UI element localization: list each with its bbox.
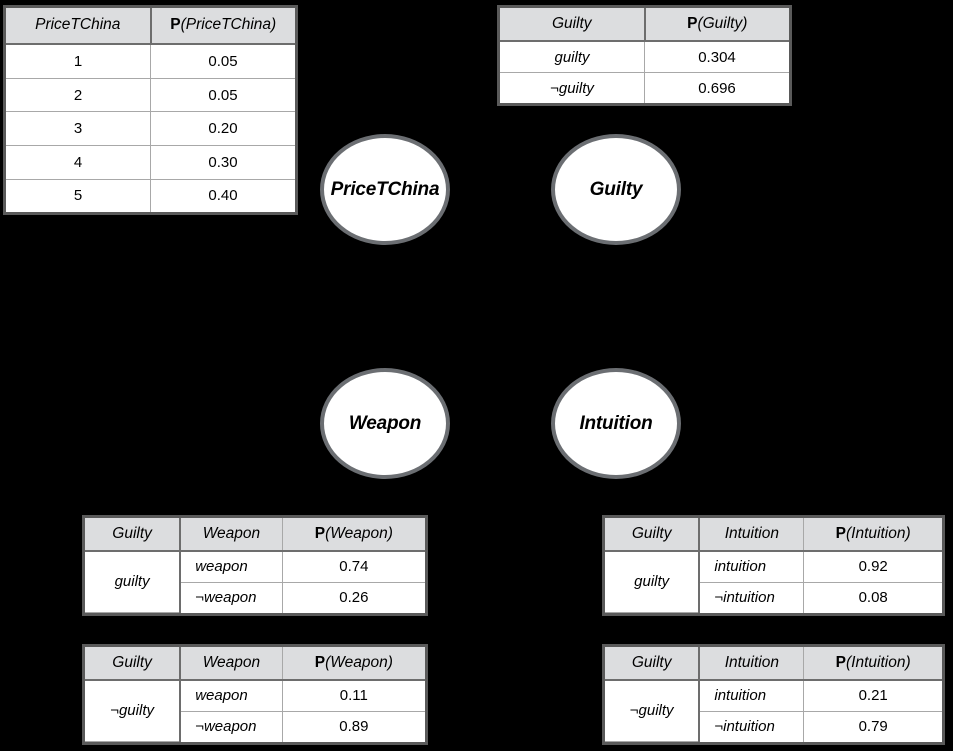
- guilty-probability: 0.304: [644, 40, 789, 74]
- pricetchina-probability: 0.40: [150, 178, 295, 212]
- intuition-guilty-header-variable: Intuition: [698, 518, 805, 552]
- prob-symbol: P: [170, 16, 181, 34]
- prob-variable: (Guilty): [697, 14, 748, 32]
- table-row: 4 0.30: [6, 145, 295, 180]
- pricetchina-table-header-variable: PriceTChina: [6, 8, 152, 45]
- prob-symbol: P: [314, 653, 326, 671]
- table-row: ¬guilty intuition 0.21: [605, 679, 942, 742]
- weapon-probability: 0.89: [281, 710, 425, 742]
- prob-variable: (Weapon): [325, 524, 393, 542]
- weapon-given-not-guilty-table: Guilty Weapon P(Weapon) ¬guilty weapon 0…: [82, 644, 428, 745]
- intuition-value: ¬intuition: [699, 710, 805, 742]
- table-row: ¬weapon 0.89: [85, 710, 425, 742]
- intuition-value: intuition: [698, 679, 805, 712]
- guilty-table-header-variable: Guilty: [500, 8, 646, 42]
- weapon-not-guilty-header-parent: Guilty: [85, 647, 182, 681]
- node-intuition-label: Intuition: [579, 412, 653, 434]
- weapon-value: weapon: [179, 679, 283, 712]
- weapon-value: ¬weapon: [180, 581, 283, 613]
- table-row: ¬weapon 0.26: [85, 581, 425, 613]
- guilty-value: guilty: [500, 40, 645, 74]
- node-weapon-label: Weapon: [348, 412, 422, 434]
- weapon-not-guilty-header-probability: P(Weapon): [281, 647, 425, 681]
- weapon-guilty-header-probability: P(Weapon): [281, 518, 425, 552]
- table-row: ¬guilty 0.696: [500, 72, 789, 103]
- table-row: ¬intuition 0.79: [605, 710, 942, 742]
- prob-variable: (Weapon): [325, 653, 393, 671]
- intuition-not-guilty-header-variable: Intuition: [698, 647, 805, 681]
- guilty-table-header-probability: P(Guilty): [644, 8, 789, 42]
- intuition-not-guilty-parent-value: ¬guilty: [605, 679, 701, 742]
- weapon-probability: 0.26: [281, 581, 425, 613]
- prob-variable: (PriceTChina): [180, 16, 277, 34]
- pricetchina-value: 2: [6, 77, 151, 113]
- pricetchina-value: 4: [6, 145, 151, 180]
- table-row: guilty weapon 0.74: [85, 550, 425, 613]
- weapon-guilty-header-parent: Guilty: [85, 518, 182, 552]
- table-row: ¬guilty weapon 0.11: [85, 679, 425, 742]
- prob-variable: (Intuition): [846, 653, 911, 671]
- weapon-value: ¬weapon: [180, 710, 283, 742]
- pricetchina-probability: 0.05: [150, 43, 295, 79]
- pricetchina-probability: 0.30: [150, 145, 295, 180]
- intuition-value: intuition: [698, 550, 805, 583]
- intuition-probability: 0.79: [803, 710, 942, 742]
- prob-symbol: P: [835, 524, 847, 542]
- node-pricetchina-label: PriceTChina: [330, 178, 440, 200]
- intuition-probability: 0.08: [803, 581, 942, 613]
- weapon-not-guilty-parent-value: ¬guilty: [85, 679, 182, 742]
- table-row: guilty 0.304: [500, 40, 789, 74]
- table-row: 5 0.40: [6, 178, 295, 212]
- table-row: ¬intuition 0.08: [605, 581, 942, 613]
- node-guilty-label: Guilty: [589, 178, 643, 200]
- intuition-value: ¬intuition: [699, 581, 805, 613]
- intuition-guilty-header-parent: Guilty: [605, 518, 701, 552]
- prob-symbol: P: [835, 653, 847, 671]
- table-row: 2 0.05: [6, 77, 295, 113]
- guilty-probability-table: Guilty P(Guilty) guilty 0.304 ¬guilty 0.…: [497, 5, 792, 106]
- table-row: guilty intuition 0.92: [605, 550, 942, 613]
- pricetchina-table-header-probability: P(PriceTChina): [150, 8, 295, 45]
- weapon-not-guilty-header-variable: Weapon: [179, 647, 283, 681]
- weapon-value: weapon: [179, 550, 283, 583]
- intuition-not-guilty-header-probability: P(Intuition): [803, 647, 942, 681]
- weapon-given-guilty-table: Guilty Weapon P(Weapon) guilty weapon 0.…: [82, 515, 428, 616]
- intuition-guilty-header-probability: P(Intuition): [803, 518, 942, 552]
- pricetchina-value: 5: [6, 178, 151, 212]
- intuition-guilty-parent-value: guilty: [605, 550, 701, 613]
- node-pricetchina[interactable]: PriceTChina: [320, 134, 450, 245]
- weapon-guilty-header-variable: Weapon: [179, 518, 283, 552]
- node-guilty[interactable]: Guilty: [551, 134, 681, 245]
- guilty-probability: 0.696: [644, 72, 789, 103]
- prob-symbol: P: [314, 524, 326, 542]
- weapon-probability: 0.11: [281, 679, 425, 712]
- node-intuition[interactable]: Intuition: [551, 368, 681, 479]
- guilty-value: ¬guilty: [500, 72, 645, 103]
- intuition-given-not-guilty-table: Guilty Intuition P(Intuition) ¬guilty in…: [602, 644, 945, 745]
- pricetchina-probability: 0.20: [150, 111, 295, 147]
- weapon-guilty-parent-value: guilty: [85, 550, 182, 613]
- pricetchina-value: 3: [6, 111, 151, 147]
- intuition-probability: 0.21: [803, 679, 942, 712]
- intuition-probability: 0.92: [803, 550, 942, 583]
- pricetchina-probability: 0.05: [150, 77, 295, 113]
- table-row: 1 0.05: [6, 43, 295, 79]
- weapon-probability: 0.74: [281, 550, 425, 583]
- pricetchina-probability-table: PriceTChina P(PriceTChina) 1 0.05 2 0.05…: [3, 5, 298, 215]
- prob-variable: (Intuition): [846, 524, 911, 542]
- prob-symbol: P: [687, 14, 698, 32]
- intuition-given-guilty-table: Guilty Intuition P(Intuition) guilty int…: [602, 515, 945, 616]
- intuition-not-guilty-header-parent: Guilty: [605, 647, 701, 681]
- table-row: 3 0.20: [6, 111, 295, 147]
- node-weapon[interactable]: Weapon: [320, 368, 450, 479]
- pricetchina-value: 1: [6, 43, 151, 79]
